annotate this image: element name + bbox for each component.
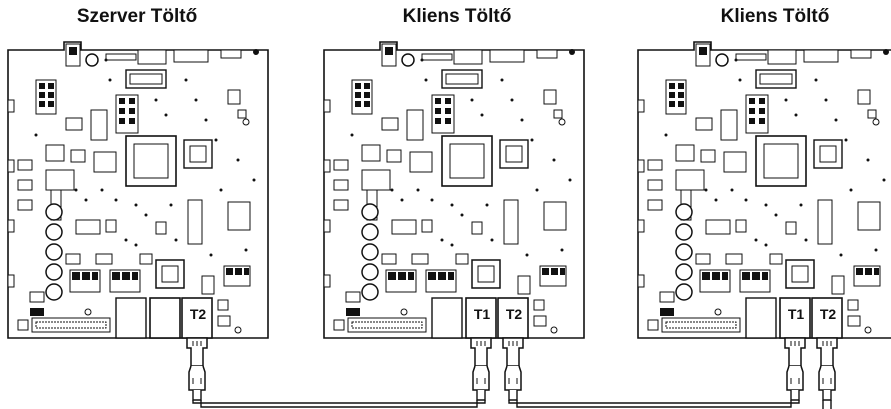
server-charger-board [8,42,268,338]
rj45-plug-client2-t2 [817,338,837,400]
rj45-plug-server-t2 [187,338,207,400]
client1-port-t2-label: T2 [506,306,523,322]
rj45-plug-client1-t1 [471,338,491,400]
client-charger-board-1 [324,42,584,338]
client2-port-t2-label: T2 [820,306,837,322]
client-charger-board-2 [638,42,891,338]
rj45-plug-client1-t2 [503,338,523,400]
client2-port-t1-label: T1 [788,306,805,322]
client1-port-t1-label: T1 [474,306,491,322]
server-port-t2-label: T2 [190,306,207,322]
rj45-plug-client2-t1 [785,338,805,400]
network-cables [193,400,831,409]
